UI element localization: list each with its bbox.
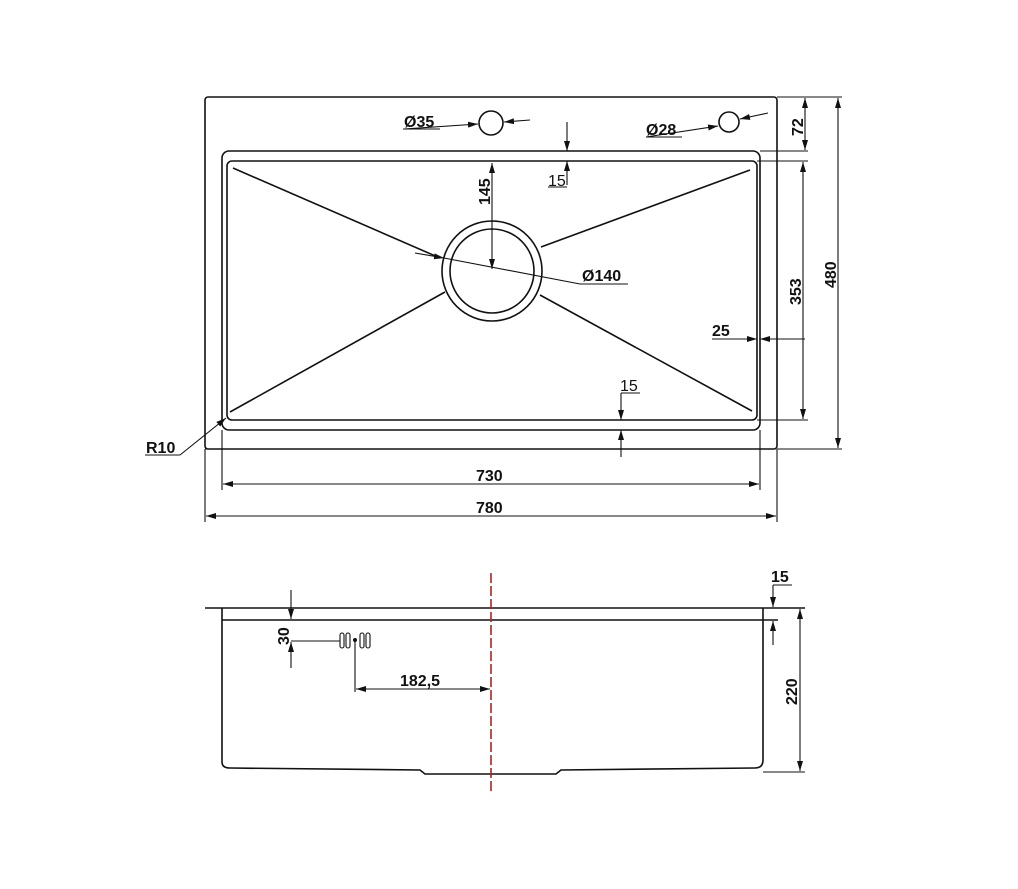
dim-drain-offset-145: 145 [477, 178, 494, 205]
dim-overflow-30: 30 [276, 627, 293, 645]
dim-faucet-28: Ø28 [646, 122, 676, 139]
dim-total-width-780: 780 [476, 500, 503, 517]
overflow-slots [339, 632, 371, 649]
dim-overflow-offset-182-5: 182,5 [400, 673, 440, 690]
faucet-hole-28 [718, 111, 740, 133]
dim-flange-bottom-15: 15 [620, 378, 638, 395]
dim-basin-width-730: 730 [476, 468, 503, 485]
dim-faucet-35: Ø35 [404, 114, 434, 131]
dim-side-margin-25: 25 [712, 323, 730, 340]
dim-flange-top-15: 15 [548, 173, 566, 190]
flange-outline [221, 150, 761, 431]
dim-drain-140: Ø140 [582, 268, 621, 285]
top-view: Ø35 Ø28 Ø140 145 15 15 25 [145, 96, 842, 522]
dim-total-480: 480 [823, 261, 840, 288]
drain-slope-lines [229, 167, 753, 413]
dim-flange-15: 15 [771, 569, 789, 586]
faucet-hole-35 [478, 110, 504, 136]
dim-basin-353: 353 [788, 278, 805, 305]
sink-outline [204, 96, 778, 450]
bowl-profile [221, 608, 764, 775]
dim-deck-72: 72 [790, 118, 807, 136]
dim-bowl-220: 220 [784, 678, 801, 705]
basin-outline [226, 160, 758, 421]
side-view: 30 182,5 220 15 [205, 569, 805, 792]
dim-radius-r10: R10 [146, 440, 175, 457]
